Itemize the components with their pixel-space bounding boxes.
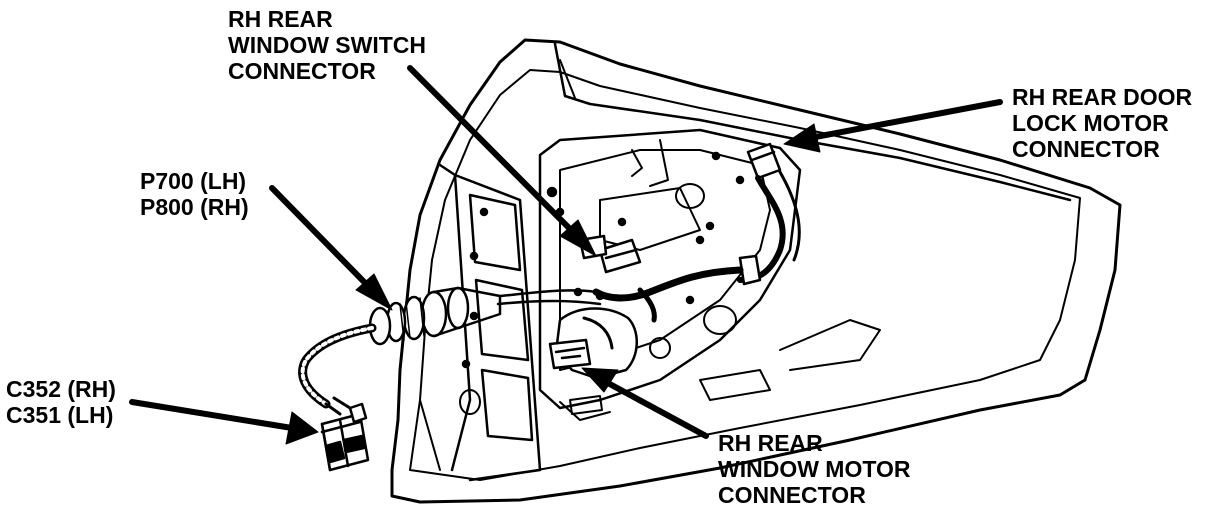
leader-arrows [129, 65, 1003, 445]
window-motor [548, 307, 638, 380]
label-c352-c351: C352 (RH) C351 (LH) [6, 376, 116, 428]
label-door-lock-motor-connector: RH REAR DOOR LOCK MOTOR CONNECTOR [1012, 84, 1192, 162]
label-line: RH REAR [228, 6, 333, 32]
label-line: CONNECTOR [228, 58, 376, 84]
inner-door-panel [538, 128, 881, 421]
label-line: LOCK MOTOR [1012, 110, 1169, 136]
label-line: P800 (RH) [140, 194, 249, 220]
label-window-switch-connector: RH REAR WINDOW SWITCH CONNECTOR [228, 6, 426, 84]
pigtail-harness [298, 323, 377, 416]
label-line: C351 (LH) [6, 402, 114, 428]
door-lock-connector [737, 142, 801, 286]
label-line: WINDOW SWITCH [228, 32, 427, 58]
label-line: CONNECTOR [718, 482, 866, 508]
c352-connector-body [320, 402, 370, 472]
door-shell [390, 38, 1122, 504]
label-line: RH REAR [718, 430, 823, 456]
label-line: RH REAR DOOR [1012, 84, 1193, 110]
label-line: WINDOW MOTOR [718, 456, 911, 482]
grommet-connector [368, 286, 502, 346]
hinge-pillar [419, 163, 542, 482]
door-harness [496, 234, 744, 323]
label-line: C352 (RH) [6, 376, 116, 402]
label-window-motor-connector: RH REAR WINDOW MOTOR CONNECTOR [718, 430, 911, 508]
label-line: CONNECTOR [1012, 136, 1160, 162]
label-p700-p800: P700 (LH) P800 (RH) [140, 168, 249, 220]
label-line: P700 (LH) [140, 168, 247, 194]
